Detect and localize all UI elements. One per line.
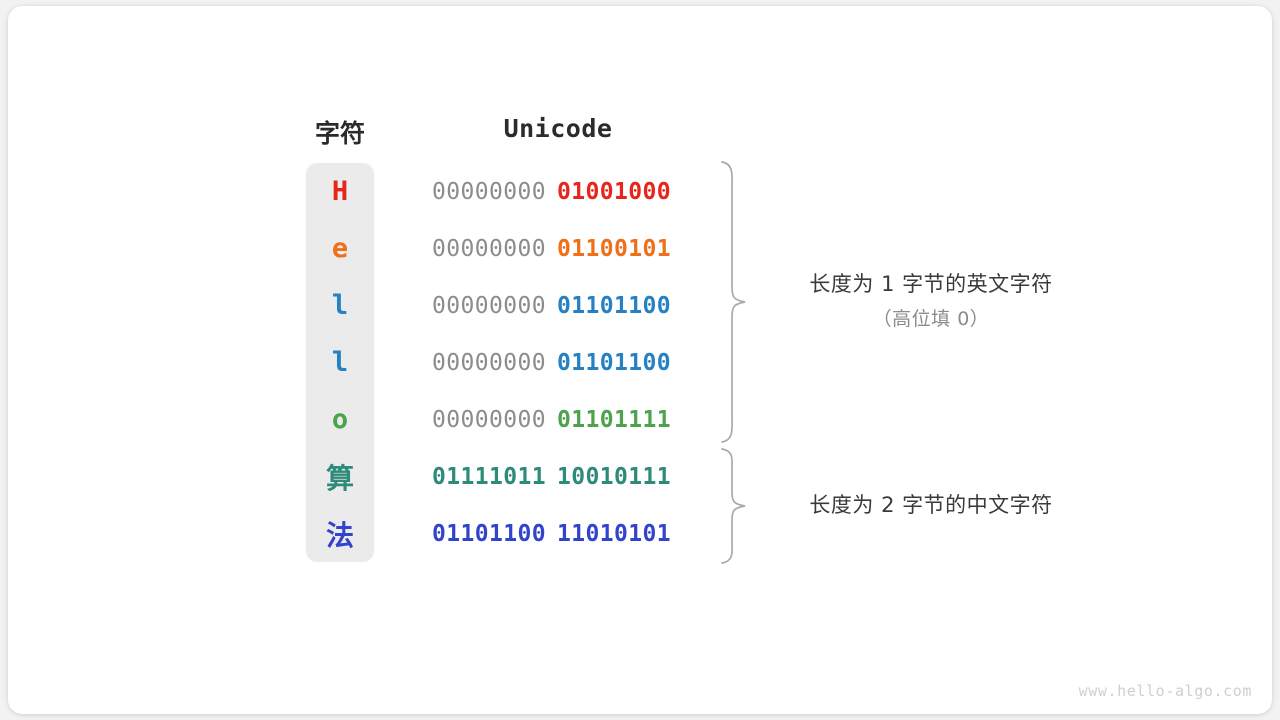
table-row: o 00000000 01101111 xyxy=(306,391,706,448)
high-byte: 00000000 xyxy=(432,235,546,262)
high-byte: 00000000 xyxy=(432,349,546,376)
unicode-bits-cell: 00000000 01101100 xyxy=(432,277,690,334)
table-row: l 00000000 01101100 xyxy=(306,277,706,334)
high-byte: 00000000 xyxy=(432,406,546,433)
character-column-panel xyxy=(306,163,374,562)
unicode-bits-cell: 00000000 01101100 xyxy=(432,334,690,391)
column-header-unicode: Unicode xyxy=(503,114,613,143)
unicode-bits-cell: 01111011 10010111 xyxy=(432,448,690,505)
unicode-bits-cell: 01101100 11010101 xyxy=(432,505,690,562)
table-row: l 00000000 01101100 xyxy=(306,334,706,391)
watermark-url: www.hello-algo.com xyxy=(1078,682,1252,700)
table-row: 法 01101100 11010101 xyxy=(306,505,706,562)
table-row: 算 01111011 10010111 xyxy=(306,448,706,505)
character-cell: e xyxy=(331,233,349,264)
table-row: e 00000000 01100101 xyxy=(306,220,706,277)
low-byte: 01101100 xyxy=(556,292,671,319)
character-cell: 法 xyxy=(325,518,354,552)
annotation-single-byte-main: 长度为 1 字节的英文字符 xyxy=(809,272,1053,296)
low-byte: 01100101 xyxy=(556,235,671,262)
annotation-double-byte: 长度为 2 字节的中文字符 xyxy=(776,489,1086,519)
character-cell: H xyxy=(331,176,349,207)
annotation-single-byte: 长度为 1 字节的英文字符 （高位填 0） xyxy=(776,268,1086,331)
table-row: H 00000000 01001000 xyxy=(306,163,706,220)
unicode-bits-cell: 00000000 01100101 xyxy=(432,220,690,277)
annotation-double-byte-main: 长度为 2 字节的中文字符 xyxy=(809,493,1053,517)
character-cell: l xyxy=(331,290,349,321)
unicode-bits-cell: 00000000 01101111 xyxy=(432,391,690,448)
column-header-character: 字符 xyxy=(314,119,365,148)
high-byte: 01101100 xyxy=(432,520,546,547)
character-cell: l xyxy=(331,347,349,378)
character-cell: o xyxy=(331,404,349,435)
annotation-single-byte-sub: （高位填 0） xyxy=(872,308,990,330)
low-byte: 01101100 xyxy=(556,349,671,376)
low-byte: 01001000 xyxy=(556,178,671,205)
unicode-bits-cell: 00000000 01001000 xyxy=(432,163,690,220)
low-byte: 01101111 xyxy=(556,406,671,433)
low-byte: 10010111 xyxy=(556,463,671,490)
high-byte: 00000000 xyxy=(432,292,546,319)
character-cell: 算 xyxy=(325,461,354,495)
high-byte: 01111011 xyxy=(432,463,546,490)
low-byte: 11010101 xyxy=(556,520,671,547)
diagram-card xyxy=(8,6,1272,714)
high-byte: 00000000 xyxy=(432,178,546,205)
